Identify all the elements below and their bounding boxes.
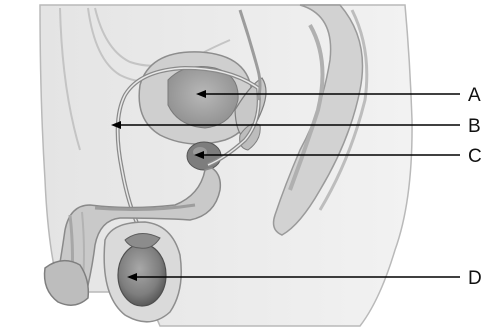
label-c-text: C <box>468 146 482 167</box>
label-b-text: B <box>468 116 481 137</box>
label-d-text: D <box>468 268 482 289</box>
bladder <box>139 52 252 144</box>
label-a-text: A <box>468 85 481 106</box>
